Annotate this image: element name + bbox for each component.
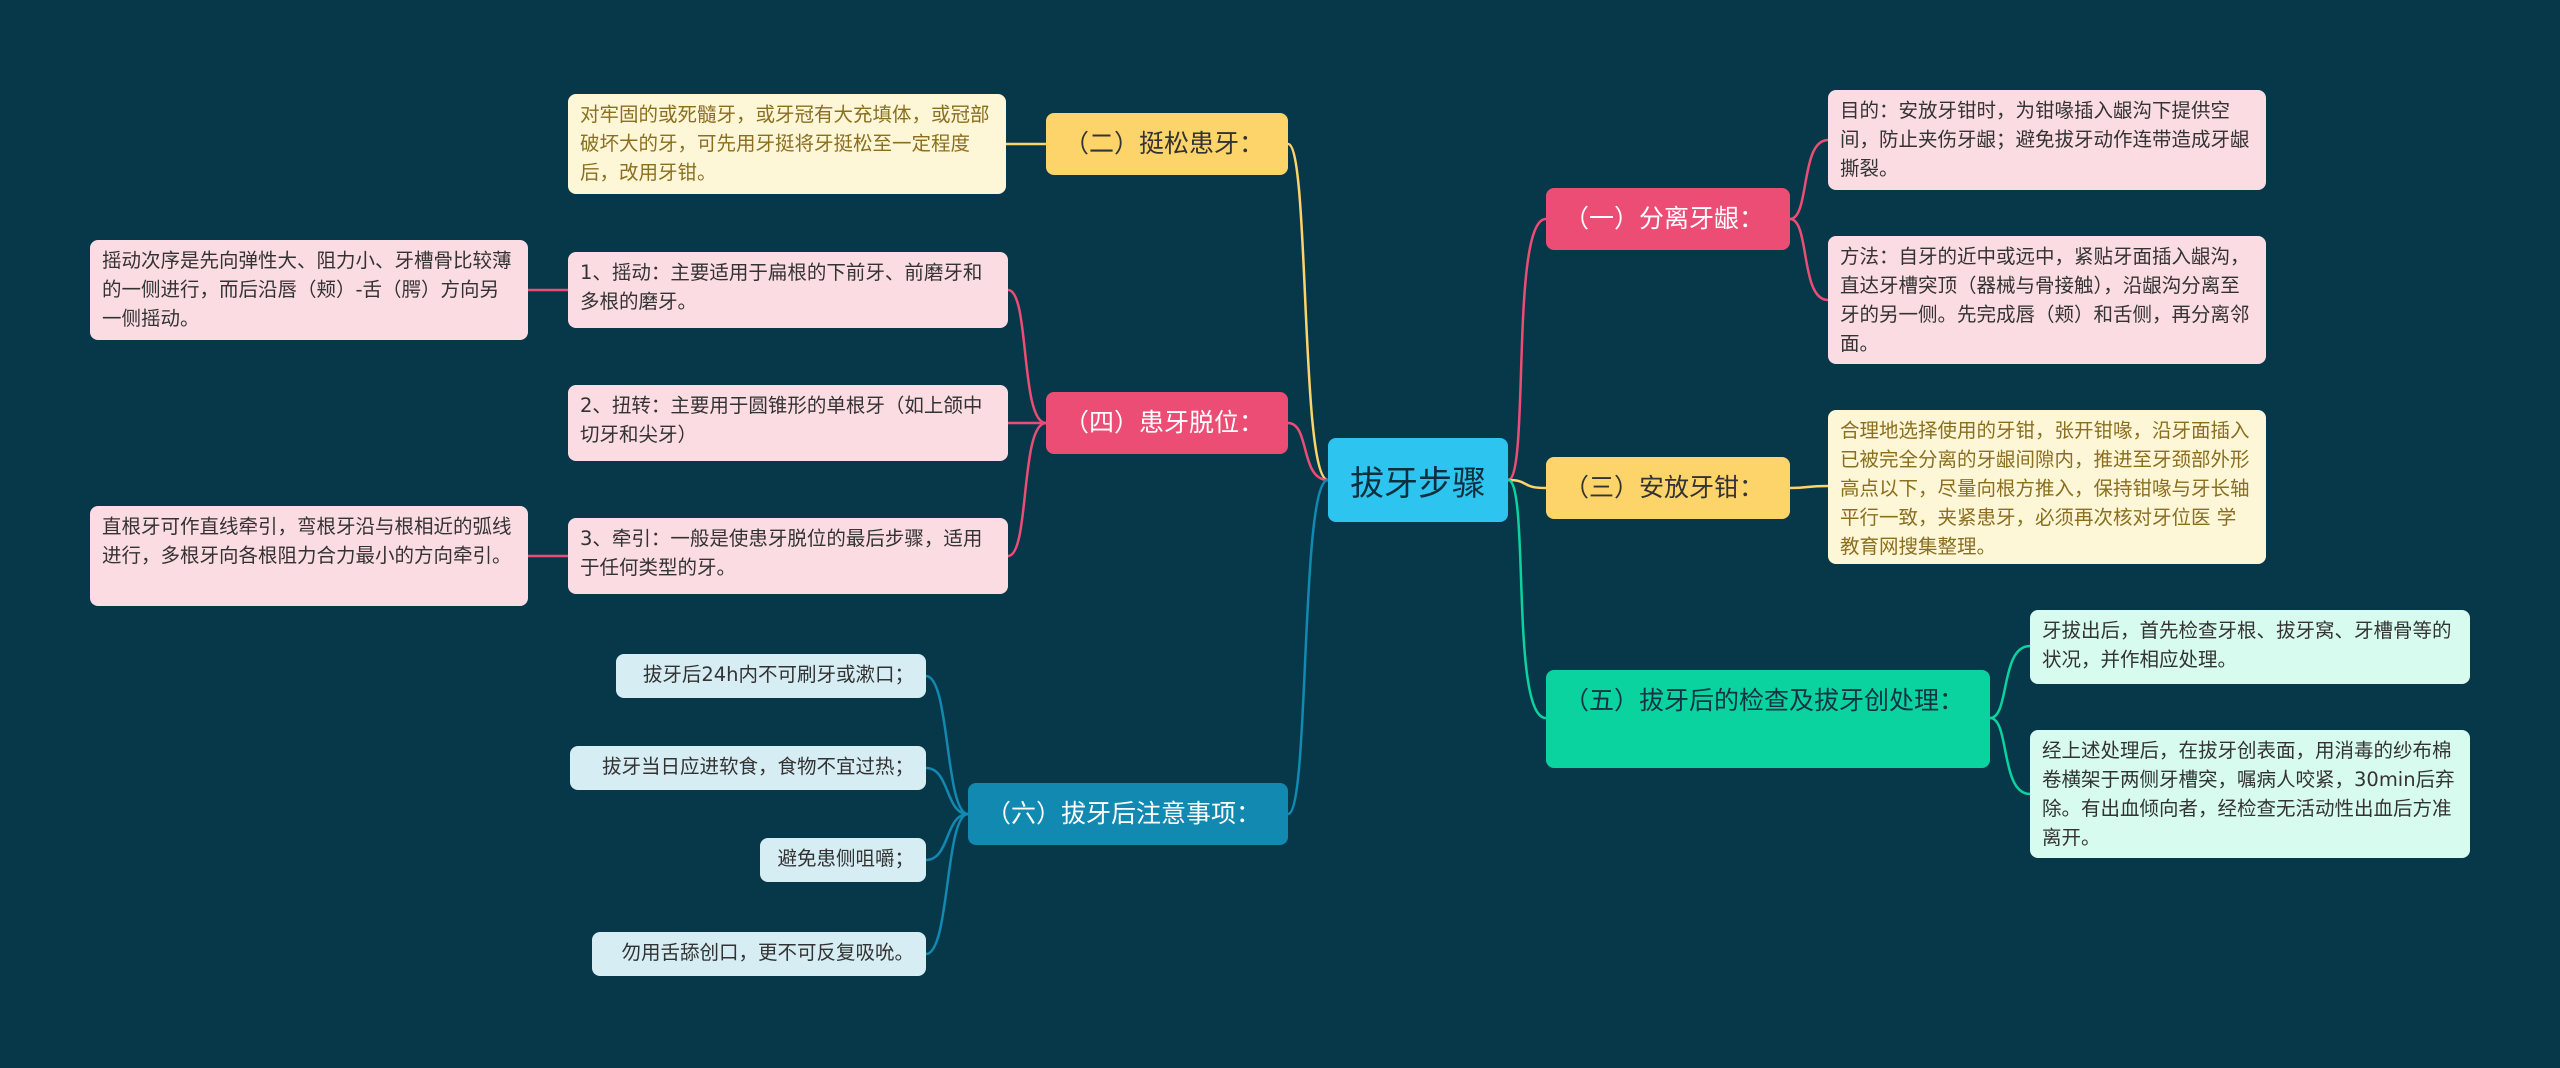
branch-loosen-tooth[interactable]: （二）挺松患牙： — [1046, 113, 1288, 175]
leaf-care-3: 避免患侧咀嚼； — [760, 838, 926, 882]
leaf-check-text: 牙拔出后，首先检查牙根、拔牙窝、牙槽骨等的状况，并作相应处理。 — [2030, 610, 2470, 684]
link-root-b3 — [1507, 478, 1547, 490]
link-b6-2 — [925, 766, 969, 816]
leaf-shake: 1、摇动：主要适用于扁根的下前牙、前磨牙和多根的磨牙。 — [568, 252, 1008, 328]
link-b3-text — [1789, 484, 1829, 490]
link-root-b6 — [1286, 478, 1329, 816]
leaf-care-1: 拔牙后24h内不可刷牙或漱口； — [616, 654, 926, 698]
link-b6-3 — [925, 812, 969, 862]
leaf-pull-detail: 直根牙可作直线牵引，弯根牙沿与根相近的弧线进行，多根牙向各根阻力合力最小的方向牵… — [90, 506, 528, 606]
link-root-b2 — [1286, 142, 1329, 482]
link-root-b1 — [1507, 217, 1547, 482]
link-b6-1 — [925, 674, 969, 816]
link-b5-treat — [1989, 716, 2031, 796]
leaf-shake-detail: 摇动次序是先向弹性大、阻力小、牙槽骨比较薄的一侧进行，而后沿唇（颊）-舌（腭）方… — [90, 240, 528, 340]
leaf-loosen-text: 对牢固的或死髓牙，或牙冠有大充填体，或冠部破坏大的牙，可先用牙挺将牙挺松至一定程… — [568, 94, 1006, 194]
leaf-pull: 3、牵引：一般是使患牙脱位的最后步骤，适用于任何类型的牙。 — [568, 518, 1008, 594]
leaf-separate-purpose: 目的：安放牙钳时，为钳喙插入龈沟下提供空间，防止夹伤牙龈；避免拔牙动作连带造成牙… — [1828, 90, 2266, 190]
branch-post-care[interactable]: （六）拔牙后注意事项： — [968, 783, 1288, 845]
link-b4-shake — [1007, 288, 1047, 425]
leaf-treat-text: 经上述处理后，在拔牙创表面，用消毒的纱布棉卷横架于两侧牙槽突，嘱病人咬紧，30m… — [2030, 730, 2470, 858]
branch-separate-gum[interactable]: （一）分离牙龈： — [1546, 188, 1790, 250]
link-b6-4 — [925, 812, 969, 956]
link-b1-method — [1789, 217, 1829, 302]
leaf-care-4: 勿用舌舔创口，更不可反复吸吮。 — [592, 932, 926, 976]
link-root-b5 — [1507, 478, 1547, 720]
leaf-forceps-text: 合理地选择使用的牙钳，张开钳喙，沿牙面插入已被完全分离的牙龈间隙内，推进至牙颈部… — [1828, 410, 2266, 564]
root-node[interactable]: 拔牙步骤 — [1328, 438, 1508, 522]
link-b1-purpose — [1789, 138, 1829, 221]
leaf-care-2: 拔牙当日应进软食，食物不宜过热； — [570, 746, 926, 790]
branch-post-check[interactable]: （五）拔牙后的检查及拔牙创处理： — [1546, 670, 1990, 768]
leaf-separate-method: 方法：自牙的近中或远中，紧贴牙面插入龈沟，直达牙槽突顶（器械与骨接触），沿龈沟分… — [1828, 236, 2266, 364]
link-b4-pull — [1007, 421, 1047, 558]
link-b5-check — [1989, 644, 2031, 720]
leaf-twist: 2、扭转：主要用于圆锥形的单根牙（如上颌中切牙和尖牙） — [568, 385, 1008, 461]
branch-dislocate-tooth[interactable]: （四）患牙脱位： — [1046, 392, 1288, 454]
branch-place-forceps[interactable]: （三）安放牙钳： — [1546, 457, 1790, 519]
link-root-b4 — [1287, 421, 1329, 482]
